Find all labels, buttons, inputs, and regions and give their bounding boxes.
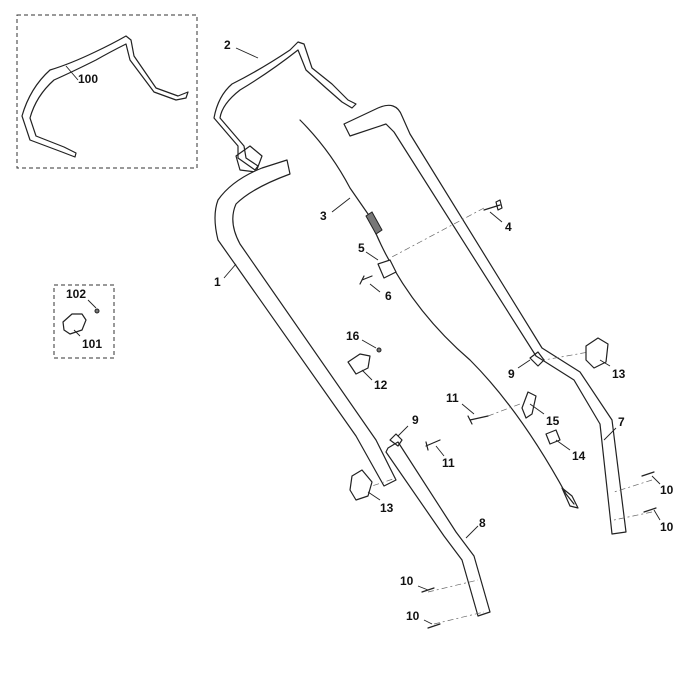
bolt-11-upper — [467, 415, 489, 425]
leader-11-upper — [461, 403, 475, 415]
callout-100: 100 — [78, 72, 98, 86]
leader-101 — [73, 329, 81, 337]
spring-9-left — [389, 433, 403, 447]
leader-10-d — [423, 619, 433, 625]
screw-10-a — [641, 471, 655, 477]
callout-4: 4 — [505, 220, 512, 234]
control-cable-3 — [299, 119, 575, 505]
clip-15 — [521, 391, 537, 419]
leader-6 — [369, 283, 381, 293]
callout-10-d: 10 — [406, 609, 420, 623]
leader-4 — [489, 211, 503, 223]
callout-5: 5 — [358, 241, 365, 255]
callout-11-lower: 11 — [442, 456, 455, 470]
bolt-6 — [359, 275, 373, 285]
assembly-line-10-lower — [427, 579, 479, 593]
leader-16 — [361, 339, 377, 349]
control-bail-100 — [21, 35, 189, 158]
assembly-line-10-right — [613, 479, 653, 493]
callout-1: 1 — [214, 275, 221, 289]
assembly-line-10-lower2 — [433, 611, 485, 625]
upper-handle-right-7 — [343, 104, 627, 535]
callout-14: 14 — [572, 449, 586, 463]
callout-10-a: 10 — [660, 483, 674, 497]
cable-adjuster — [365, 211, 383, 235]
leader-14 — [555, 439, 571, 451]
leader-2 — [235, 47, 259, 59]
lower-handle-8 — [385, 441, 491, 617]
assembly-line-4 — [389, 207, 485, 259]
callout-10-b: 10 — [660, 520, 674, 534]
screw-16 — [376, 347, 382, 353]
leader-12 — [361, 369, 373, 381]
callout-7: 7 — [618, 415, 625, 429]
callout-11-upper: 11 — [446, 391, 459, 405]
callout-9-left: 9 — [412, 413, 419, 427]
leader-8 — [465, 525, 479, 539]
callout-9-right: 9 — [508, 367, 515, 381]
callout-102: 102 — [66, 287, 86, 301]
control-bail-2 — [213, 41, 357, 171]
leader-1 — [223, 263, 237, 279]
knob-13-right — [585, 337, 609, 369]
callout-3: 3 — [320, 209, 327, 223]
spring-9-right — [529, 351, 545, 367]
inset-box-knob — [53, 284, 115, 359]
callout-15: 15 — [546, 414, 560, 428]
upper-handle-left-1 — [214, 159, 397, 487]
leader-10-a — [651, 475, 661, 485]
inset-box-bail — [16, 14, 198, 169]
callout-2: 2 — [224, 38, 231, 52]
leader-15 — [529, 403, 545, 415]
nut-5 — [377, 259, 397, 279]
callout-12: 12 — [374, 378, 388, 392]
leader-11-lower — [435, 445, 445, 457]
leader-9-right — [517, 359, 531, 369]
screw-10-b — [643, 507, 657, 513]
knob-13-left — [349, 469, 373, 501]
bolt-4 — [483, 199, 503, 211]
callout-101: 101 — [82, 337, 102, 351]
callout-13-left: 13 — [380, 501, 394, 515]
leader-102 — [87, 299, 97, 309]
leader-9-left — [397, 425, 409, 437]
leader-3 — [331, 197, 351, 213]
bail-loop — [235, 145, 263, 173]
callout-16: 16 — [346, 329, 360, 343]
leader-10-c — [417, 585, 429, 591]
leader-5 — [365, 251, 379, 261]
screw-10-d — [427, 623, 441, 629]
callout-8: 8 — [479, 516, 486, 530]
bolt-11-lower — [425, 439, 441, 451]
screw-102 — [94, 308, 100, 314]
assembly-line-11 — [487, 403, 521, 417]
leader-100 — [65, 65, 79, 81]
cable-end — [561, 487, 579, 509]
knob-101 — [62, 313, 87, 335]
assembly-line-13-left — [359, 477, 397, 491]
knob-12 — [347, 353, 371, 375]
callout-10-c: 10 — [400, 574, 414, 588]
leader-7 — [603, 427, 617, 441]
leader-13-right — [599, 359, 611, 367]
assembly-line-10-right2 — [613, 511, 653, 521]
callout-13-right: 13 — [612, 367, 626, 381]
leader-13-left — [367, 491, 381, 501]
leader-10-b — [653, 509, 661, 521]
callout-6: 6 — [385, 289, 392, 303]
